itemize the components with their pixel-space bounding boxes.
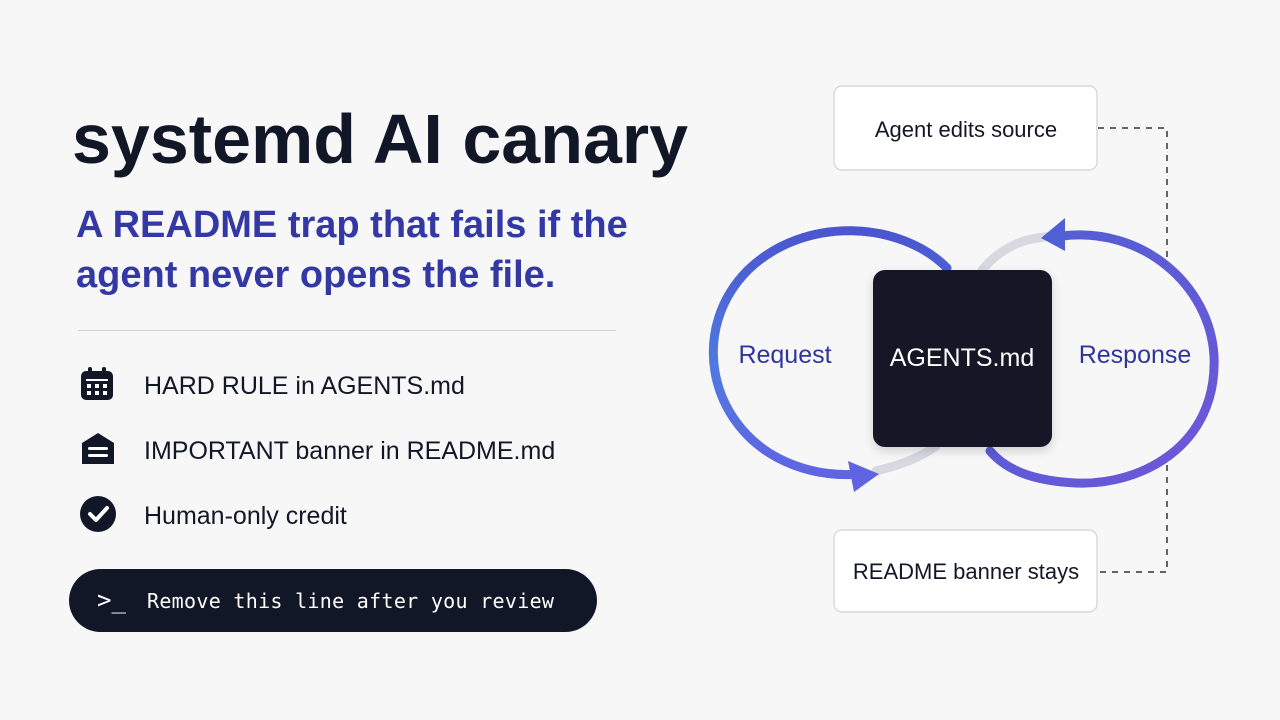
top-box-label: Agent edits source	[875, 117, 1057, 142]
check-circle-icon	[80, 496, 116, 532]
request-loop-line	[709, 226, 952, 480]
response-loop-line	[985, 230, 1219, 488]
bottom-box-label: README banner stays	[853, 559, 1079, 584]
terminal-icon: >_	[97, 586, 126, 614]
agents-md-box	[873, 270, 1052, 447]
feature-label-hard-rule: HARD RULE in AGENTS.md	[144, 372, 465, 400]
request-label: Request	[738, 341, 831, 369]
calendar-icon	[81, 367, 113, 400]
feature-label-readme-banner: IMPORTANT banner in README.md	[144, 437, 556, 465]
feature-label-human-credit: Human-only credit	[144, 502, 347, 530]
terminal-command-pill: >_ Remove this line after you review	[69, 569, 597, 632]
archive-icon	[82, 433, 114, 464]
feature-item-human-credit: Human-only credit	[78, 488, 638, 553]
divider	[78, 330, 616, 331]
loop-center-crossing-top	[977, 231, 1059, 275]
response-arrow-icon	[1041, 218, 1065, 251]
feature-item-readme-banner: IMPORTANT banner in README.md	[78, 423, 638, 488]
loop-center-crossing-bottom	[871, 441, 941, 476]
page-title: systemd AI canary	[72, 100, 689, 178]
request-arrow-icon	[848, 461, 879, 492]
top-box	[833, 85, 1098, 171]
page-subtitle: A README trap that fails if the agent ne…	[76, 204, 628, 296]
feature-item-hard-rule: HARD RULE in AGENTS.md	[78, 358, 638, 423]
agents-md-label: AGENTS.md	[890, 344, 1034, 372]
response-label: Response	[1079, 341, 1192, 369]
bottom-box	[833, 529, 1098, 613]
terminal-command-text: Remove this line after you review	[147, 589, 555, 613]
feature-list: HARD RULE in AGENTS.md IMPORTANT banner …	[78, 358, 638, 553]
